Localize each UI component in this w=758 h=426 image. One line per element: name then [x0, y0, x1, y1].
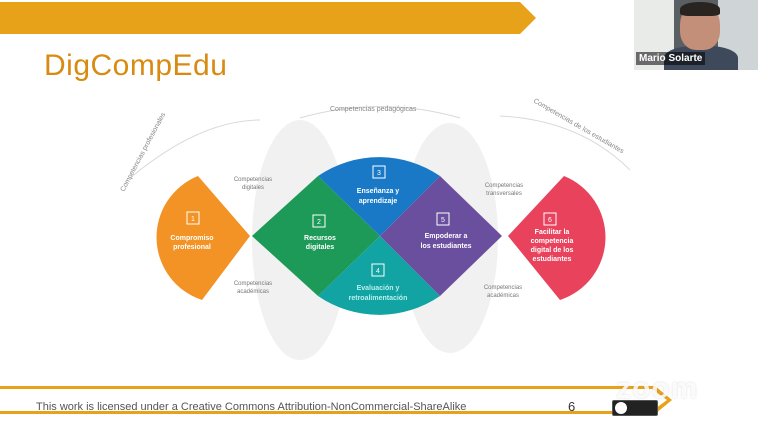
side-label-tr-1: Competencias	[485, 183, 523, 189]
area-1-line1: Compromiso	[170, 235, 213, 242]
area-5-line2: los estudiantes	[421, 243, 472, 250]
area-2-shape	[252, 176, 380, 296]
area-6-line2: competencia	[531, 238, 574, 245]
participant-name: Mario Solarte	[636, 52, 706, 65]
arc-label-center: Competencias pedagógicas	[330, 106, 417, 113]
area-4-line1: Evaluación y	[357, 285, 400, 292]
area-1-badge: 1	[186, 211, 200, 225]
svg-text:1: 1	[191, 216, 195, 223]
arc-label-right: Competencias de los estudiantes	[532, 98, 625, 156]
area-1-shape	[156, 176, 250, 300]
area-6-line1: Facilitar la	[535, 229, 570, 236]
slide-page-number: 6	[568, 399, 576, 414]
svg-text:2: 2	[317, 219, 321, 226]
area-6-shape	[508, 176, 606, 300]
area-2-badge: 2	[312, 214, 326, 228]
area-6-line4: estudiantes	[533, 256, 572, 263]
area-5-badge: 5	[436, 212, 450, 226]
license-footer: This work is licensed under a Creative C…	[36, 401, 467, 413]
area-5-line1: Empoderar a	[425, 233, 468, 240]
area-4-badge: 4	[371, 263, 385, 277]
participant-video-tile[interactable]: Mario Solarte	[634, 0, 758, 70]
area-3-badge: 3	[372, 165, 386, 179]
side-label-tl-1: Competencias	[234, 177, 272, 183]
creative-commons-icon	[612, 400, 658, 416]
slide-title: DigCompEdu	[44, 49, 228, 82]
area-2-line2: digitales	[306, 244, 335, 251]
area-5-shape	[380, 176, 502, 296]
arc-center	[299, 106, 461, 119]
area-3-shape	[318, 157, 440, 236]
slide-top-banner	[0, 2, 536, 34]
area-3-line1: Enseñanza y	[357, 188, 400, 195]
side-label-bl-1: Competencias	[234, 281, 272, 287]
svg-text:3: 3	[377, 170, 381, 177]
zoom-watermark: zoom	[616, 372, 699, 405]
svg-text:6: 6	[548, 217, 552, 224]
arc-label-left: Competencias profesionales	[120, 111, 168, 193]
svg-text:5: 5	[441, 217, 445, 224]
area-4-line2: retroalimentación	[349, 295, 408, 302]
side-label-bl-2: académicas	[237, 289, 269, 295]
side-label-tr-2: transversales	[486, 191, 522, 197]
svg-text:4: 4	[376, 268, 380, 275]
side-label-br-2: académicas	[487, 293, 519, 299]
area-6-badge: 6	[543, 212, 557, 226]
area-4-shape	[318, 236, 440, 315]
area-1-line2: profesional	[173, 244, 211, 251]
side-label-br-1: Competencias	[484, 285, 522, 291]
arc-right	[499, 115, 631, 171]
arc-left	[129, 119, 261, 179]
slide-bottom-banner	[0, 386, 672, 414]
side-label-tl-2: digitales	[242, 185, 264, 191]
area-6-line3: digital de los	[531, 247, 574, 254]
area-3-line2: aprendizaje	[359, 198, 398, 205]
area-2-line1: Recursos	[304, 235, 336, 242]
